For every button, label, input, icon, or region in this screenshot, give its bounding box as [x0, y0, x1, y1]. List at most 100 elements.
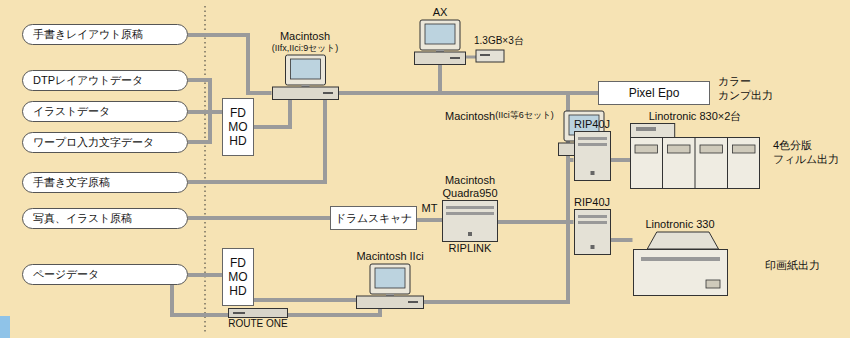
network-line [188, 112, 222, 142]
disk-cable [466, 56, 476, 59]
node-label: (IIci等6セット) [495, 110, 554, 121]
edge-label: MT [421, 202, 439, 215]
monitor-case [420, 20, 460, 50]
drive-slot [578, 215, 607, 218]
node-label: ドラムスキャナ [335, 212, 412, 225]
drive-slot [446, 212, 494, 215]
media-box: FD MO HD [222, 98, 254, 156]
node-label: (IIfx,IIci:9セット) [272, 43, 339, 54]
network-line [339, 93, 574, 160]
power-button [468, 232, 472, 236]
output-note: 印画紙出力 [765, 258, 820, 272]
source-label: 手書きレイアウト原稿 [33, 28, 143, 41]
source-label: DTPレイアウトデータ [33, 74, 143, 87]
network-line [417, 218, 442, 222]
drive-slot [408, 301, 418, 303]
disk-drive [476, 50, 504, 62]
route-icon [228, 308, 288, 318]
capacity-label: 1.3GB×3台 [474, 34, 524, 47]
node-label: Linotronic 830×2台 [649, 110, 742, 123]
cpu-case [415, 52, 466, 65]
node-label: Macintosh [280, 30, 330, 43]
unit-divider [727, 138, 728, 189]
output-box: Pixel Epo [598, 81, 710, 105]
imagesetter: Linotronic 830×2台 [630, 110, 760, 189]
network-line [254, 298, 356, 302]
node-label: AX [433, 6, 448, 19]
node-label: ROUTE ONE [228, 318, 287, 330]
network-line [339, 65, 441, 93]
network-line [254, 100, 290, 127]
monitor-screen [290, 59, 320, 79]
unit-divider [662, 138, 663, 189]
network-line [611, 158, 631, 162]
scanner-box: ドラムスキャナ [330, 206, 417, 230]
source-label: 写真、イラスト原稿 [33, 212, 132, 225]
computer: Macintosh(IIfx,IIci:9セット) [272, 30, 339, 100]
control-panel [700, 145, 723, 153]
rip-unit: RIP40J [574, 118, 611, 181]
node-label: FD MO HD [228, 106, 247, 148]
power-button [590, 245, 594, 249]
control-panel [733, 145, 756, 153]
node-label: Pixel Epo [629, 86, 680, 100]
source-pill: 写真、イラスト原稿 [22, 208, 188, 229]
drive-slot [323, 92, 333, 94]
network-line [172, 285, 228, 315]
source-pill: イラストデータ [22, 101, 188, 122]
mac-icon [414, 19, 466, 65]
network-line [188, 273, 222, 277]
computer: AX [414, 6, 466, 65]
node-label: RIPLINK [449, 242, 492, 255]
rip-unit: RIP40J [574, 196, 611, 255]
source-pill: ページデータ [22, 264, 188, 285]
node-label: Macintosh [445, 110, 495, 123]
tower-case [443, 201, 498, 242]
source-pill: 手書きレイアウト原稿 [22, 24, 188, 45]
mac-icon [272, 54, 339, 100]
imagesetter-body [631, 138, 760, 189]
network-line [339, 93, 569, 302]
source-pill: 手書き文字原稿 [22, 172, 188, 193]
output-note: 4色分版 フィルム出力 [773, 138, 839, 166]
network-line [188, 216, 330, 220]
monitor-screen [375, 268, 405, 288]
drive-slot [578, 143, 607, 146]
disk-slot [480, 54, 490, 56]
computer: Macintosh Quadra950RIPLINK [442, 174, 498, 255]
unit-divider [695, 138, 696, 189]
control-panel [635, 145, 658, 153]
monitor-case [285, 55, 325, 85]
node-label: RIP40J [574, 196, 610, 209]
device-slot [233, 312, 245, 314]
drive-slot [578, 221, 607, 224]
monitor-screen [425, 24, 455, 44]
imagesetter-body [633, 250, 727, 296]
imagesetter: Linotronic 330 [633, 218, 728, 296]
control-panel [668, 145, 691, 153]
node-label: FD MO HD [228, 256, 247, 298]
film-slot [636, 127, 656, 131]
source-label: ワープロ入力文字データ [33, 136, 154, 149]
network-line [288, 309, 380, 315]
node-label: Macintosh Quadra950 [442, 174, 497, 200]
computer: Macintosh IIci [356, 250, 424, 309]
source-pill: ワープロ入力文字データ [22, 132, 188, 153]
media-box: FD MO HD [222, 248, 254, 306]
drive-slot [578, 137, 607, 140]
device-case [229, 309, 288, 318]
node-label: Linotronic 330 [645, 218, 714, 231]
node-label: Macintosh IIci [356, 250, 423, 263]
divider-line [205, 6, 206, 334]
paper-tray [647, 232, 718, 249]
tower-case [574, 132, 610, 181]
tower-case [574, 210, 610, 255]
tower-icon [574, 131, 611, 181]
tower-icon [442, 200, 498, 242]
network-line [188, 35, 272, 93]
corner-tab [0, 316, 10, 338]
lino330-icon [633, 231, 728, 296]
cpu-case [272, 87, 338, 100]
source-pill: DTPレイアウトデータ [22, 70, 188, 91]
monitor-case [370, 264, 410, 294]
